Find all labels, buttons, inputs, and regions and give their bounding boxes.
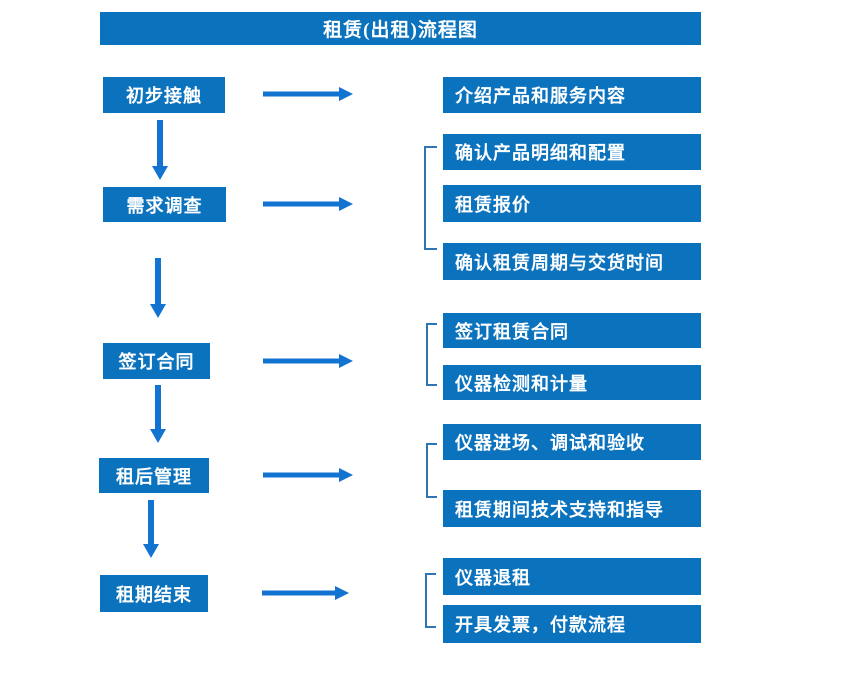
step-box-initial-contact: 初步接触 bbox=[103, 77, 225, 113]
arrow-down-step3-step4 bbox=[150, 385, 166, 443]
step-box-sign-contract: 签订合同 bbox=[103, 343, 210, 379]
arrow-right-row3 bbox=[263, 354, 353, 368]
detail-box-rental-quote: 租赁报价 bbox=[443, 185, 701, 222]
flowchart-title: 租赁(出租)流程图 bbox=[100, 12, 701, 45]
arrow-right-row2 bbox=[263, 197, 353, 211]
step-box-demand-survey: 需求调查 bbox=[103, 187, 226, 222]
arrow-right-row5 bbox=[262, 586, 349, 600]
bracket-group3 bbox=[426, 323, 437, 386]
step-box-rental-end: 租期结束 bbox=[100, 575, 208, 612]
bracket-group4 bbox=[426, 443, 437, 498]
arrow-right-row4 bbox=[263, 468, 353, 482]
arrow-down-step4-step5 bbox=[143, 500, 159, 558]
detail-box-invoice-payment: 开具发票，付款流程 bbox=[443, 605, 701, 643]
detail-box-sign-rental-contract: 签订租赁合同 bbox=[443, 313, 701, 348]
detail-box-technical-support: 租赁期间技术支持和指导 bbox=[443, 490, 701, 527]
detail-box-introduce-products: 介绍产品和服务内容 bbox=[443, 77, 701, 113]
arrow-down-step2-step3 bbox=[150, 258, 166, 318]
bracket-group5 bbox=[425, 573, 436, 628]
detail-box-instrument-test-metering: 仪器检测和计量 bbox=[443, 365, 701, 400]
detail-box-confirm-period-delivery: 确认租赁周期与交货时间 bbox=[443, 243, 701, 280]
step-box-post-rental-management: 租后管理 bbox=[99, 458, 209, 493]
detail-box-instrument-return: 仪器退租 bbox=[443, 558, 701, 595]
bracket-group2 bbox=[424, 146, 437, 250]
arrow-down-step1-step2 bbox=[152, 120, 168, 180]
arrow-right-row1 bbox=[263, 87, 353, 101]
detail-box-confirm-product-config: 确认产品明细和配置 bbox=[443, 134, 701, 170]
detail-box-instrument-entry-debug-accept: 仪器进场、调试和验收 bbox=[443, 424, 701, 460]
